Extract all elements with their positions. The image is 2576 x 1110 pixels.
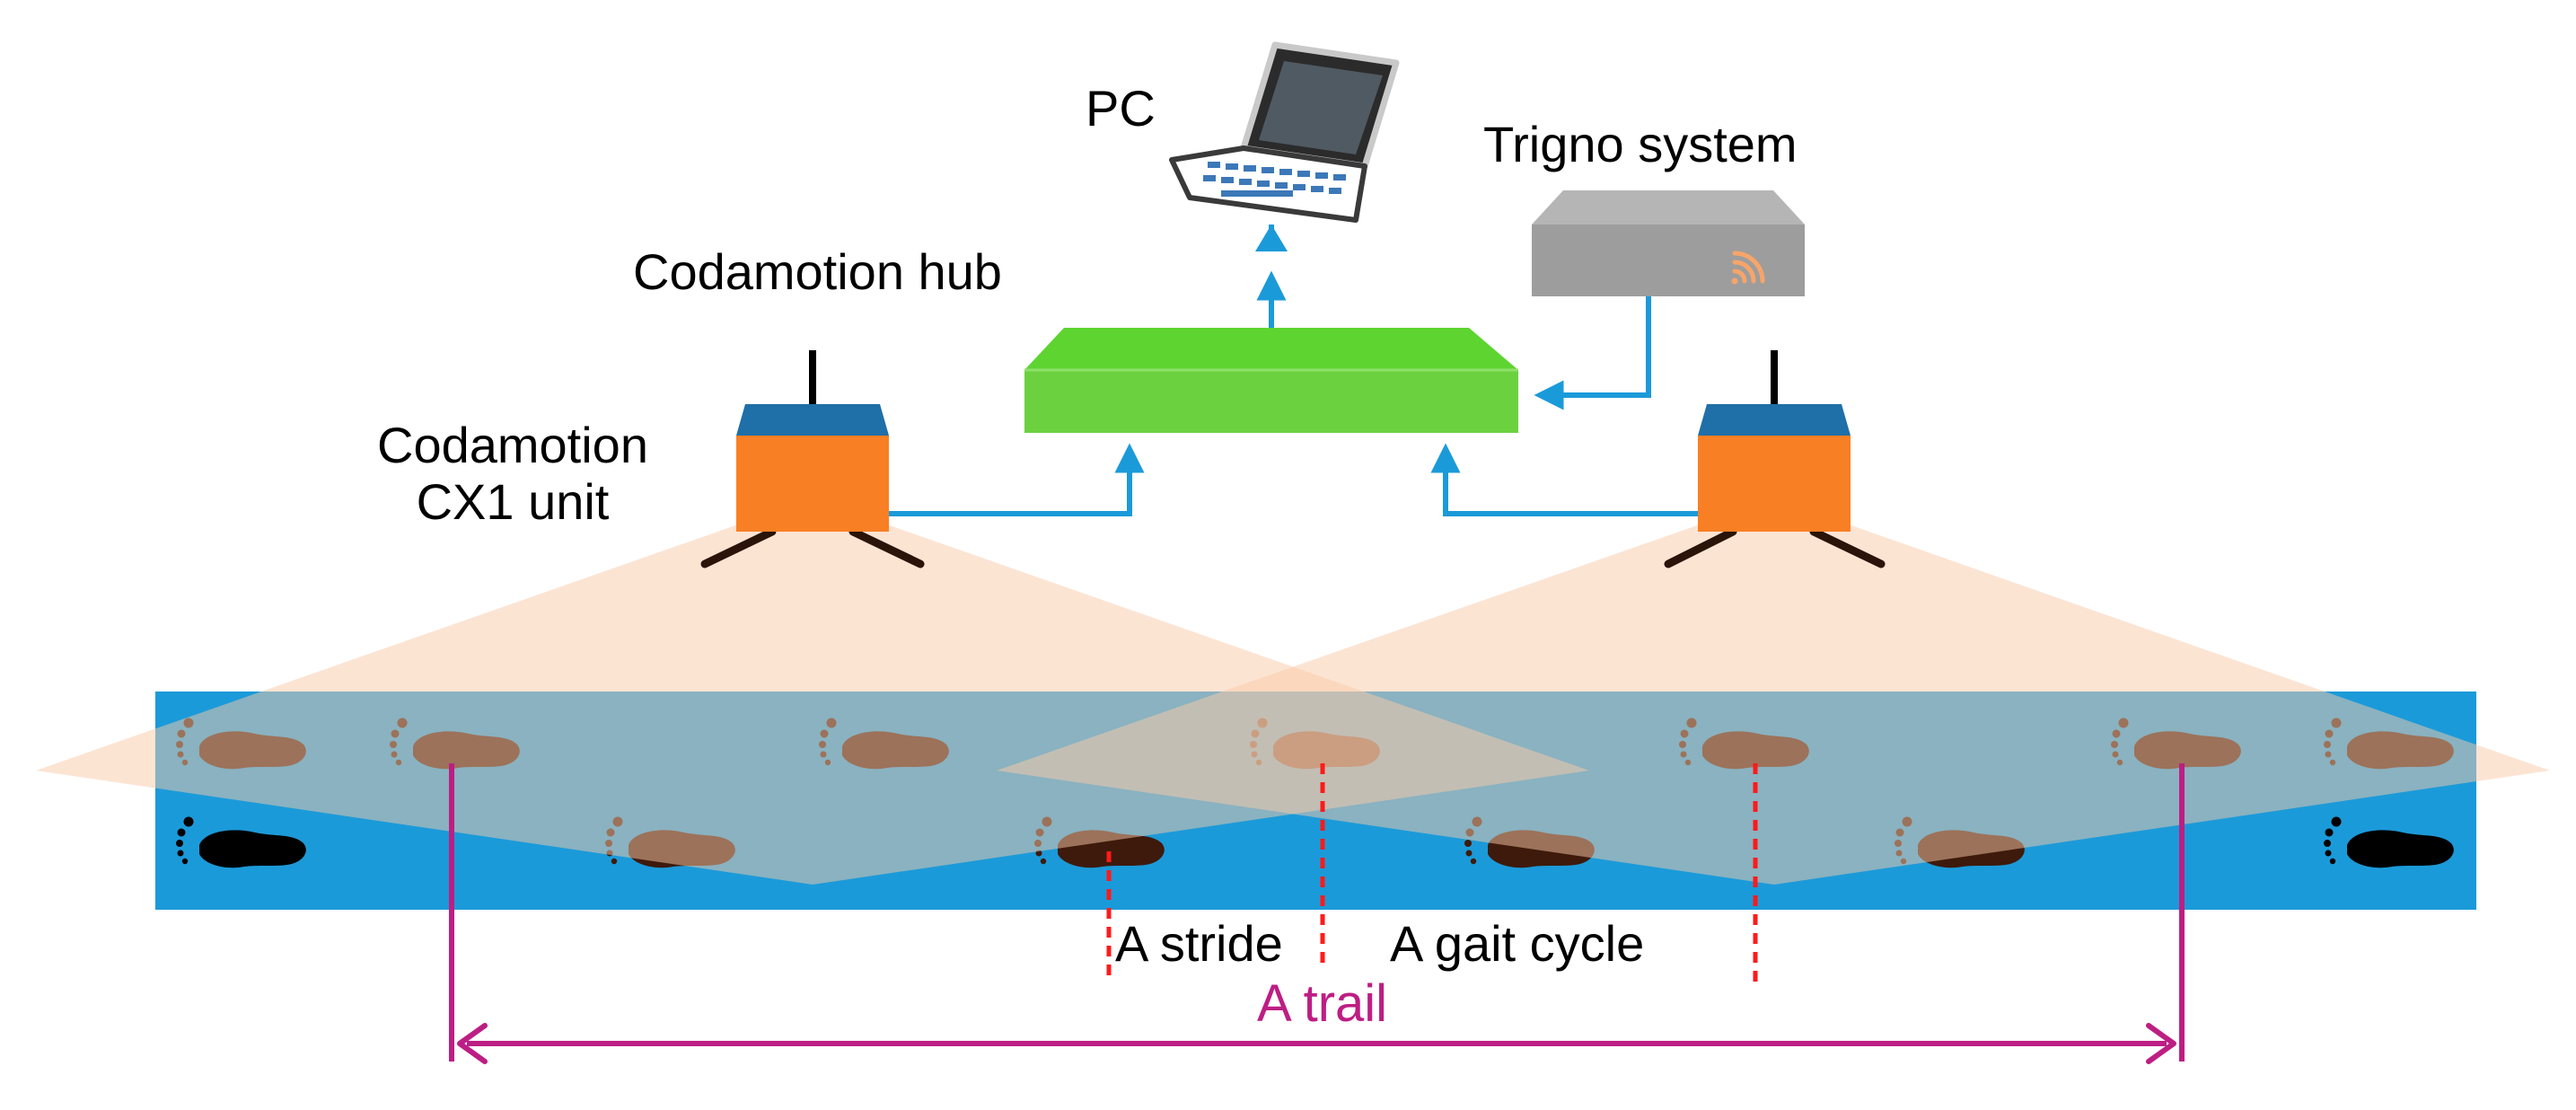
laptop-icon: [1169, 41, 1400, 223]
cx1-label-line2: CX1 unit: [416, 472, 610, 530]
cx1-label: Codamotion CX1 unit: [377, 417, 648, 530]
stride-markers: [1106, 763, 1758, 983]
cx1-unit-right: [1698, 350, 1851, 532]
connectors: [889, 225, 1698, 516]
trail-label: A trail: [1257, 974, 1388, 1033]
cx1-label-line1: Codamotion: [377, 417, 648, 473]
stride-label: A stride: [1115, 915, 1283, 972]
trail-markers: [449, 763, 2185, 1062]
pc-arrowhead: [1255, 225, 1288, 251]
gait-cycle-label: A gait cycle: [1390, 915, 1645, 972]
connector-trigno-to-hub: [1534, 296, 1651, 410]
pc-label: PC: [1086, 80, 1156, 137]
codamotion-hub: [1024, 328, 1518, 433]
tripod-left: [700, 527, 925, 568]
trigno-box: [1532, 190, 1805, 296]
trigno-label: Trigno system: [1483, 116, 1798, 172]
wireless-box-icon: [1731, 251, 1765, 285]
tripod-right: [1664, 527, 1886, 568]
cx1-unit-left: [736, 350, 889, 532]
field-of-view-right: [997, 498, 2550, 885]
connector-right-to-hub: [1430, 443, 1698, 516]
trail-arrowheads: [457, 1023, 2176, 1064]
hub-label: Codamotion hub: [633, 243, 1002, 300]
connector-left-to-hub: [889, 443, 1145, 516]
